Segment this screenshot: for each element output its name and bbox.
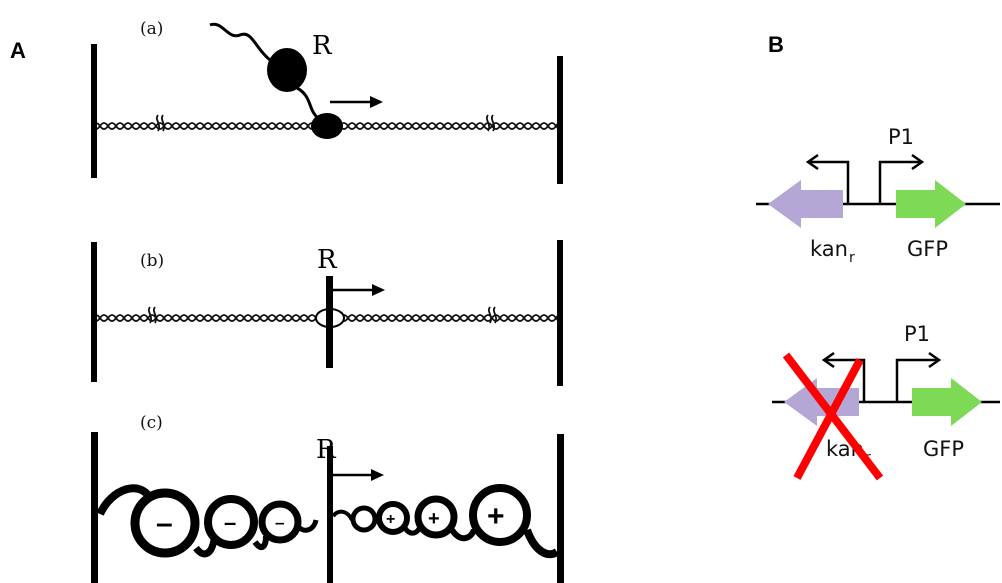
kan-text-top: kan [810, 237, 848, 261]
promoter-label-top: P1 [888, 125, 914, 149]
panel-a-letter: A [10, 38, 26, 63]
negative-supercoils [96, 484, 319, 558]
polymerase-head [267, 48, 307, 92]
promoter-label-bottom: P1 [904, 322, 930, 346]
barrier-left-b [91, 242, 97, 382]
negative-signs: – – – [156, 507, 284, 540]
panel-b-letter: B [768, 32, 784, 57]
promoter-kan-bottom [821, 351, 866, 402]
dna-break-marks-b [147, 306, 498, 324]
positive-sign-2: + [428, 508, 440, 530]
protein-label-c: R [316, 435, 337, 465]
positive-sign-1: + [386, 511, 395, 528]
gfp-gene-arrow-bottom [912, 378, 982, 426]
promoter-p1-top [878, 153, 925, 204]
positive-supercoils [331, 484, 560, 559]
rna-tail [209, 22, 271, 62]
kan-gene-arrow-top [768, 180, 843, 228]
construct-bottom: P1 kanr GFP [772, 322, 1000, 481]
polymerase-bar-b [326, 276, 333, 368]
kan-subscript-top: r [849, 250, 855, 266]
rna-polymerase-a [209, 22, 343, 139]
subpanel-a: (a) R [91, 19, 563, 184]
protein-label-a: R [312, 31, 333, 61]
polymerase-bar-c [327, 446, 333, 583]
barrier-left-a [91, 44, 97, 178]
cross-stroke-2 [793, 358, 864, 480]
gfp-label-top: GFP [907, 237, 948, 261]
negative-sign-3: – [275, 513, 284, 532]
panel-b: B P1 kanr GFP [756, 32, 1000, 481]
polymerase-body [311, 113, 343, 139]
gfp-label-bottom: GFP [923, 437, 964, 461]
negative-sign-1: – [156, 507, 173, 540]
subpanel-b: (b) R [91, 240, 563, 386]
positive-sign-3: + [487, 500, 505, 533]
subpanel-b-label: (b) [140, 251, 164, 271]
subpanel-c-label: (c) [140, 413, 163, 433]
subpanel-a-label: (a) [140, 19, 163, 39]
direction-arrow-c [333, 469, 384, 481]
subpanel-c: (c) R – – – [91, 413, 564, 583]
dna-break-marks-a [155, 114, 496, 132]
polymerase-link [296, 86, 320, 120]
negative-sign-2: – [224, 510, 236, 535]
direction-arrow-a [330, 96, 383, 108]
gfp-gene-arrow-top [896, 180, 966, 228]
positive-signs: + + + [386, 500, 505, 533]
construct-top: P1 kanr GFP [756, 125, 1000, 266]
barrier-left-c [91, 432, 98, 583]
promoter-p1-bottom [895, 351, 942, 402]
promoter-kan-top [805, 153, 850, 204]
barrier-right-b [557, 240, 563, 386]
kan-label-top: kanr [810, 237, 855, 266]
panel-a: A (a) R [10, 19, 564, 583]
deletion-cross [782, 352, 884, 481]
direction-arrow-b [333, 284, 385, 296]
barrier-right-a [557, 56, 563, 184]
barrier-right-c [557, 434, 564, 583]
protein-label-b: R [317, 245, 338, 275]
